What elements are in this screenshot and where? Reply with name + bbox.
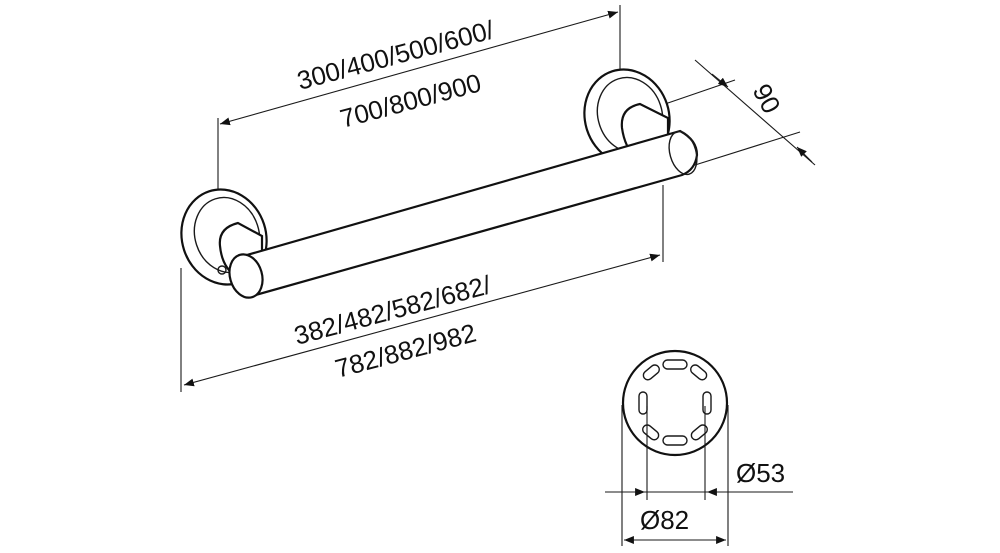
label-rosette-diameter: Ø82: [640, 505, 689, 535]
rosette-slot-5: [642, 424, 660, 441]
dimension-line-overall: [183, 253, 661, 387]
rosette-slot-6: [690, 424, 708, 441]
rosette-hole-left: [638, 391, 648, 415]
label-tube-diameter: Ø53: [736, 458, 785, 488]
dimension-arrow-projection-a: [711, 73, 729, 88]
rosette-slot-3: [642, 364, 660, 381]
dimension-arrow-projection-b: [796, 146, 813, 163]
front-rosette-screw: [217, 265, 227, 275]
rosette-slot-1: [662, 359, 688, 370]
label-projection: 90: [747, 79, 787, 119]
rosette-slot-4: [690, 364, 708, 381]
grab-bar-end-rear: [668, 130, 698, 176]
grab-bar-end-front: [228, 253, 264, 299]
extension-line-projection-2: [694, 131, 801, 166]
dimension-line-projection: [694, 59, 816, 166]
rosette-slot-2: [662, 435, 688, 446]
rosette-top-view: [621, 349, 729, 457]
dimension-line-length: [219, 10, 619, 126]
grab-bar-tube: [238, 129, 699, 298]
rosette-hole-right: [702, 391, 712, 415]
